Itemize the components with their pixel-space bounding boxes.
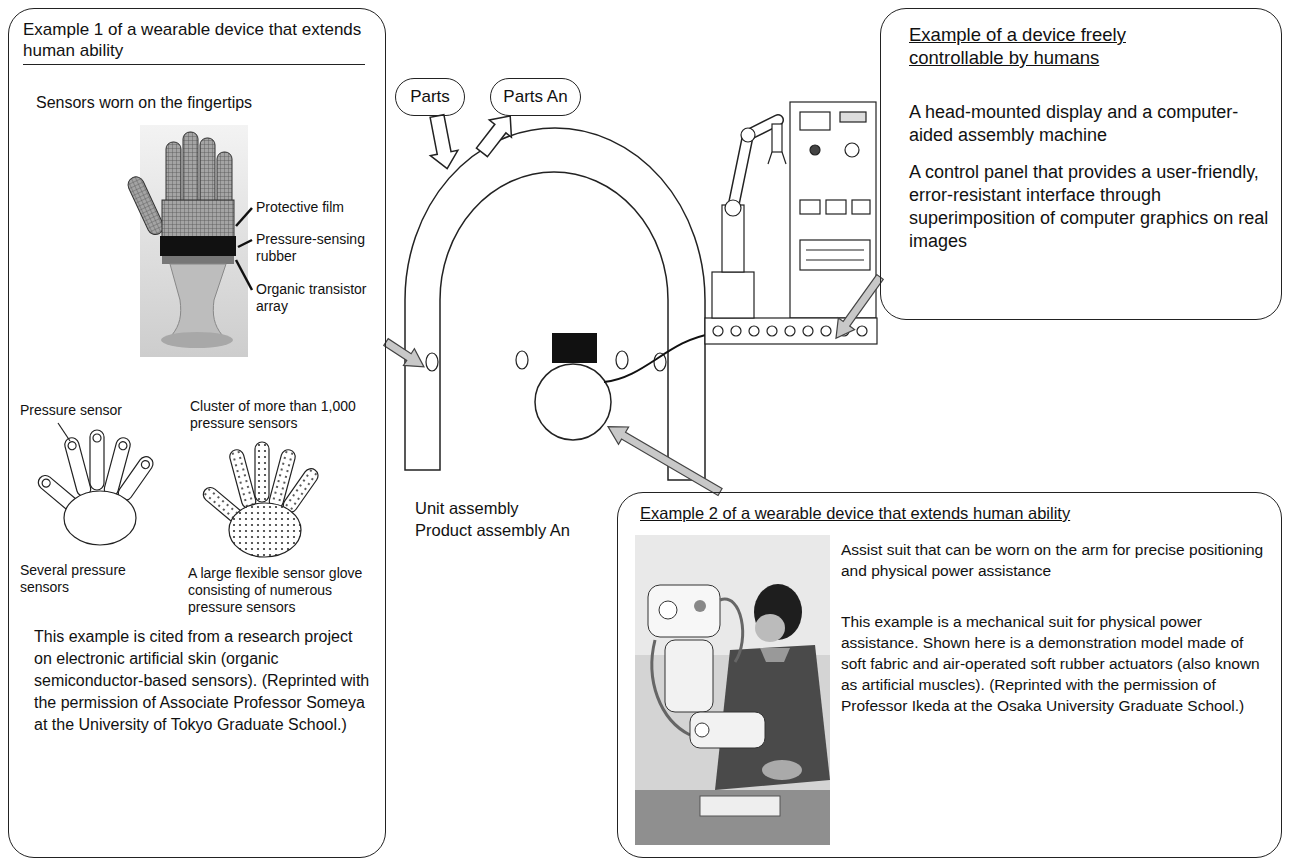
block-arrow [430, 115, 458, 169]
body-text: A head-mounted display and a computer-ai… [909, 101, 1269, 147]
sensor-glove-photo [125, 125, 248, 357]
assembly-robot [705, 102, 877, 344]
panel-heading: Example 2 of a wearable device that exte… [640, 503, 1260, 524]
hand-sketch [36, 430, 156, 545]
example-panel: Example of a device freely controllable … [880, 8, 1282, 320]
leader-line [58, 423, 70, 441]
body-text: This example is cited from a research pr… [34, 626, 374, 736]
station-label: Unit assembly [415, 498, 519, 518]
parts-box: Parts [395, 78, 465, 116]
assembly-station [405, 128, 712, 480]
body-text: A control panel that provides a user-fri… [909, 161, 1269, 253]
sensor-glove-sketch [201, 442, 321, 557]
panel-subheading: Sensors worn on the fingertips [36, 93, 366, 113]
block-arrow [836, 275, 883, 339]
body-text: Assist suit that can be worn on the arm … [841, 539, 1266, 581]
part-label: Pressure-sensing rubber [256, 231, 378, 265]
panel-heading: Example 1 of a wearable device that exte… [23, 19, 365, 65]
part-label: Cluster of more than 1,000 pressure sens… [190, 398, 375, 432]
parts-box: Parts An [490, 78, 581, 116]
example-panel: Example 1 of a wearable device that exte… [8, 8, 386, 858]
part-label: Protective film [256, 199, 378, 216]
assembly-station: Unit assemblyProduct assembly An [395, 125, 878, 545]
station-label: Product assembly An [415, 520, 570, 540]
example-panel: Example 2 of a wearable device that exte… [617, 492, 1282, 858]
panel-heading: Example of a device freely controllable … [909, 23, 1209, 69]
parts-label: Parts [410, 87, 450, 107]
block-arrow [476, 116, 511, 157]
block-arrow [608, 427, 722, 496]
leader-line [236, 208, 252, 290]
block-arrow [384, 339, 424, 367]
part-label: Several pressure sensors [20, 562, 170, 596]
part-label: A large flexible sensor glove consisting… [188, 565, 373, 616]
part-label: Pressure sensor [20, 402, 180, 419]
assist-suit-photo [635, 535, 830, 845]
parts-label: Parts An [503, 87, 567, 107]
body-text: This example is a mechanical suit for ph… [841, 611, 1266, 716]
part-label: Organic transistor array [256, 281, 378, 315]
